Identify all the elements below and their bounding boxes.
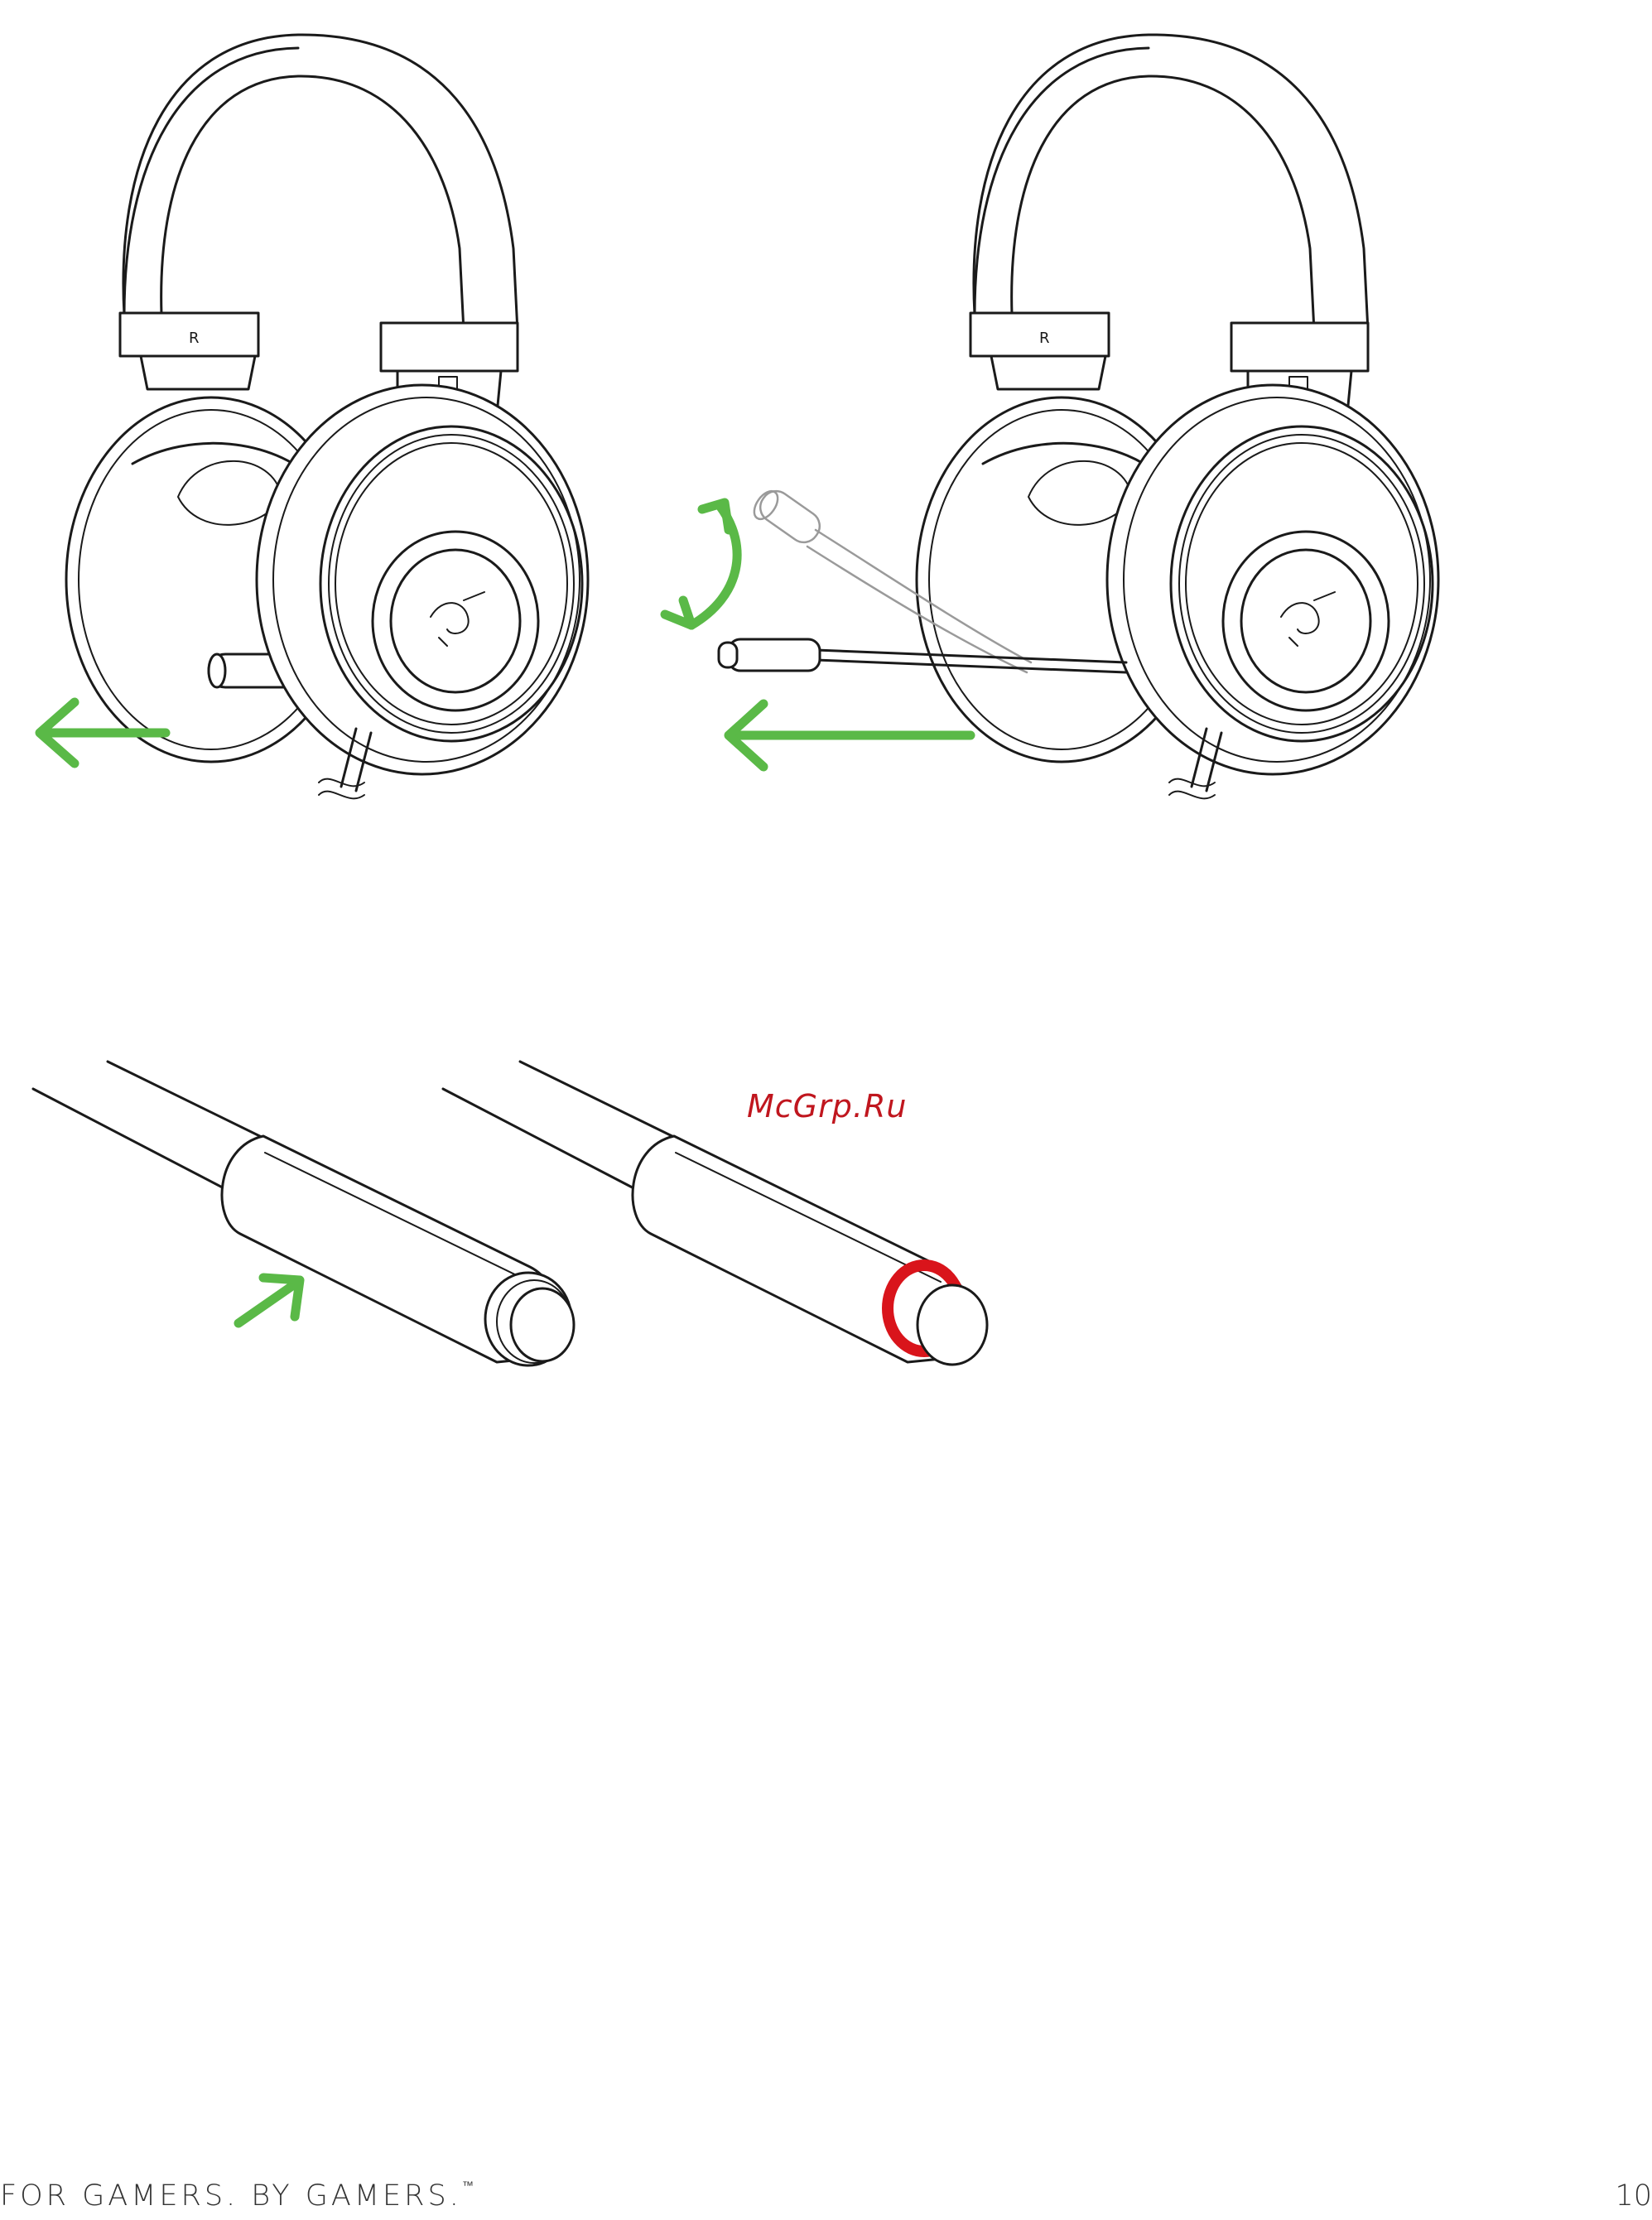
rotate-arrow-icon xyxy=(665,503,737,625)
footer-slogan-text: FOR GAMERS. BY GAMERS. xyxy=(0,2179,462,2213)
headset-right-drawing: R xyxy=(917,35,1438,798)
mic-tip-left-drawing xyxy=(33,1062,574,1365)
footer-slogan: FOR GAMERS. BY GAMERS.™ xyxy=(0,2179,474,2213)
trademark-symbol: ™ xyxy=(462,2179,474,2193)
arrow-left-icon xyxy=(729,704,970,767)
side-label-right: R xyxy=(1039,330,1050,347)
headset-left-drawing: R xyxy=(66,35,588,798)
side-label-left: R xyxy=(189,330,200,347)
page-number: 10 xyxy=(1615,2179,1652,2213)
watermark: McGrp.Ru xyxy=(747,1088,907,1124)
arrow-press-icon xyxy=(238,1278,300,1323)
